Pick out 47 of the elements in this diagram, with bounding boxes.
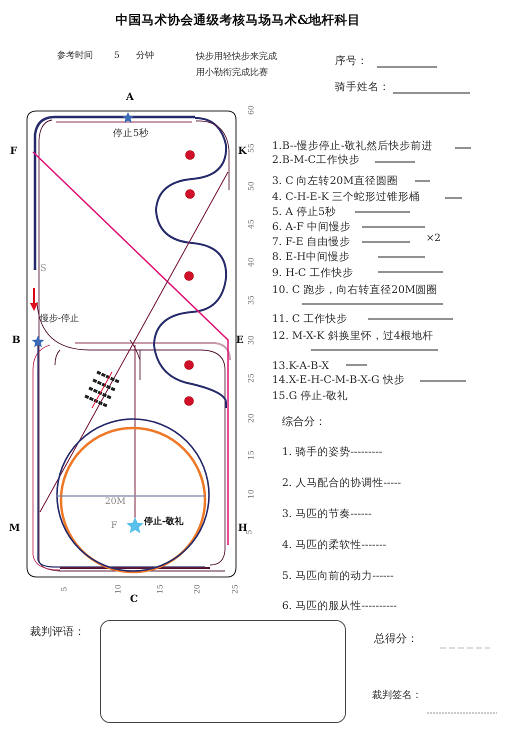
instruction-text: 7. F-E 自由慢步 <box>272 237 351 249</box>
title: 中国马术协会通级考核马场马术&地杆科目 <box>114 13 362 27</box>
field-label: 裁判评语： <box>30 626 85 638</box>
marker-letter: K <box>238 146 247 157</box>
instruction-text: 8. E-H中间慢步 <box>272 252 350 264</box>
score-item: 4. 马匹的柔软性------- <box>282 540 386 552</box>
arena-letter: F <box>111 522 118 532</box>
instruction-text: 6. A-F 中间慢步 <box>272 222 352 234</box>
instruction-text: 11. C 工作快步 <box>272 314 348 326</box>
score-item: 5. 马匹向前的动力------ <box>282 571 394 583</box>
instruction-text: 2.B-M-C工作快步 <box>272 155 360 167</box>
field-label: 裁判签名： <box>372 690 422 701</box>
instruction-text: 5. A 停止5秒 <box>272 207 336 219</box>
instruction-text: 12. M-X-K 斜换里怀，过4根地杆 <box>272 329 434 344</box>
instruction-text: 10. C 跑步，向右转直径20M圆圈 <box>272 283 439 298</box>
arena-note: 停止-敬礼 <box>144 518 184 528</box>
field-label: 总得分： <box>374 633 418 646</box>
arena-note: 慢步-停止 <box>40 315 80 325</box>
field-label: 参考时间 <box>57 52 93 62</box>
score-item: 1. 骑手的姿势--------- <box>282 447 382 459</box>
comment-box <box>100 620 346 723</box>
instruction-text: 1.B--慢步停止-敬礼然后快步前进 <box>272 141 433 153</box>
field-label: 骑手姓名： <box>335 82 390 94</box>
unit-label: 分钟 <box>136 52 154 62</box>
arena-note: 停止5秒 <box>113 129 150 140</box>
section-heading: 综合分： <box>282 416 326 428</box>
marker-letter: F <box>10 146 18 157</box>
time-value: 5 <box>114 52 120 62</box>
field-label: 序号： <box>335 56 368 68</box>
repeat-note: ×2 <box>426 233 441 244</box>
score-item: 3. 马匹的节奏------ <box>282 509 372 521</box>
arena-letter: S <box>40 264 47 274</box>
marker-letter: E <box>236 335 244 346</box>
instruction-text: 9. H-C 工作快步 <box>272 268 354 280</box>
marker-letter: C <box>130 594 138 605</box>
note-text: 快步用轻快步来完成用小勒衔完成比赛 <box>196 50 278 80</box>
marker-letter: B <box>12 335 20 346</box>
score-item: 6. 马匹的服从性---------- <box>282 601 397 613</box>
instruction-text: 15.G 停止-敬礼 <box>272 391 348 403</box>
score-item: 2. 人马配合的协调性----- <box>282 478 402 490</box>
marker-letter: H <box>238 523 248 534</box>
instruction-text: 4. C-H-E-K 三个蛇形过锥形桶 <box>272 192 420 204</box>
instruction-text: 13.K-A-B-X <box>272 361 330 373</box>
instruction-text: 3. C 向左转20M直径圆圈 <box>272 176 398 188</box>
marker-letter: M <box>9 523 20 534</box>
marker-letter: A <box>126 92 134 103</box>
instruction-text: 14.X-E-H-C-M-B-X-G 快步 <box>272 375 405 387</box>
